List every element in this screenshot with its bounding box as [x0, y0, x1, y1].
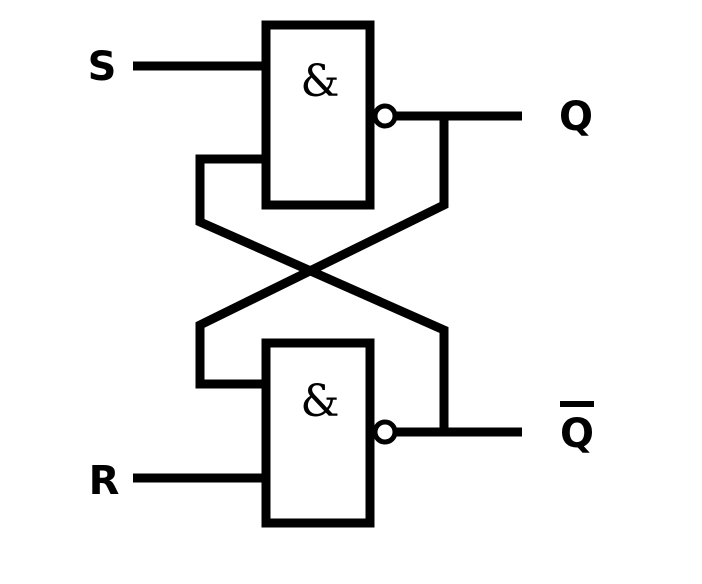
- top-nand-gate: [261, 20, 375, 210]
- top-gate-and-symbol: &: [300, 56, 339, 107]
- s-input-label: S: [88, 44, 117, 90]
- top-gate-inversion-bubble: [372, 103, 398, 129]
- feedback-q-to-bottom-gate: [195, 116, 449, 389]
- q-output-label: Q: [559, 94, 593, 140]
- feedback-qbar-to-top-gate: [195, 154, 449, 432]
- r-input-label: R: [89, 458, 120, 504]
- qbar-output-label: Q: [560, 411, 594, 457]
- bottom-nand-gate: [261, 338, 375, 528]
- bottom-gate-inversion-bubble: [372, 419, 398, 445]
- bottom-gate-and-symbol: &: [300, 376, 339, 427]
